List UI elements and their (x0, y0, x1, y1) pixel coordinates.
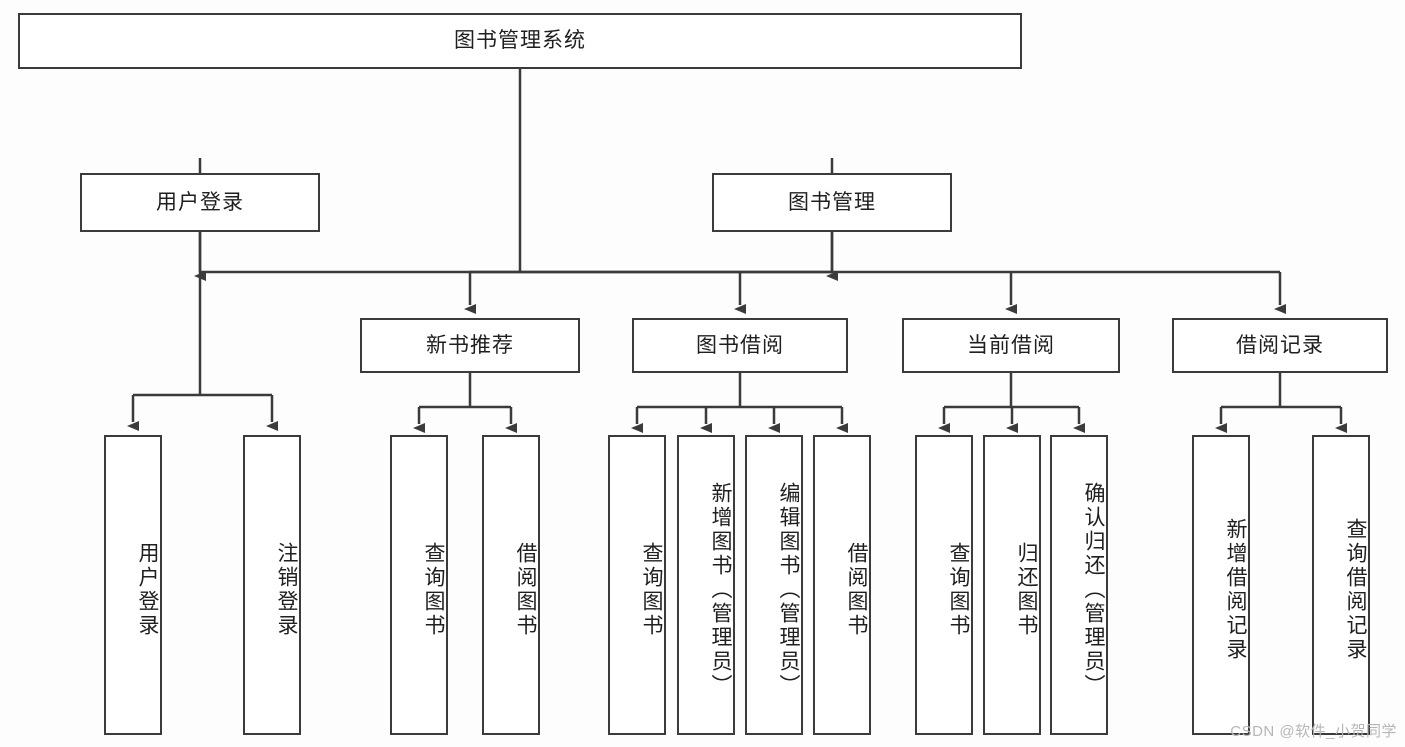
node-book-management-label: 图书管理 (788, 190, 876, 214)
book-management-to-level2-connectors (464, 232, 1286, 314)
node-leaf-logout-label: 注销登录 (275, 542, 298, 638)
node-root[interactable]: 图书管理系统 (18, 13, 1022, 69)
node-borrow-records-label: 借阅记录 (1236, 333, 1324, 357)
node-leaf-confirm-return[interactable]: 确认归还（管理员） (1050, 435, 1108, 735)
node-current-borrow[interactable]: 当前借阅 (902, 318, 1120, 373)
node-book-borrow[interactable]: 图书借阅 (632, 318, 848, 373)
node-leaf-query-book-cur[interactable]: 查询图书 (915, 435, 973, 735)
node-new-book-recommend-label: 新书推荐 (426, 333, 514, 357)
node-leaf-query-book-borrow[interactable]: 查询图书 (608, 435, 666, 735)
node-leaf-user-login-label: 用户登录 (136, 542, 159, 638)
node-user-login-label: 用户登录 (156, 190, 244, 214)
book-borrow-to-leaves-connectors (631, 373, 848, 433)
node-book-borrow-label: 图书借阅 (696, 333, 784, 357)
node-leaf-add-record-label: 新增借阅记录 (1224, 518, 1247, 662)
node-leaf-borrow-book-rec-label: 借阅图书 (514, 542, 537, 638)
watermark: CSDN @软件_小贺同学 (1230, 723, 1397, 740)
node-leaf-query-record[interactable]: 查询借阅记录 (1312, 435, 1370, 735)
node-new-book-recommend[interactable]: 新书推荐 (360, 318, 580, 373)
node-leaf-user-login[interactable]: 用户登录 (104, 435, 162, 735)
node-leaf-borrow-book[interactable]: 借阅图书 (813, 435, 871, 735)
node-leaf-query-book-borrow-label: 查询图书 (640, 542, 663, 638)
node-leaf-add-book[interactable]: 新增图书（管理员） (677, 435, 735, 735)
user-login-to-leaves-connectors (127, 232, 278, 431)
node-leaf-edit-book-label: 编辑图书（管理员） (777, 482, 800, 698)
node-leaf-logout[interactable]: 注销登录 (243, 435, 301, 735)
node-leaf-borrow-book-label: 借阅图书 (845, 542, 868, 638)
new-book-recommend-to-leaves-connectors (413, 373, 517, 433)
node-leaf-return-book-label: 归还图书 (1015, 542, 1038, 638)
node-leaf-return-book[interactable]: 归还图书 (983, 435, 1041, 735)
node-leaf-query-book-rec[interactable]: 查询图书 (390, 435, 448, 735)
node-leaf-borrow-book-rec[interactable]: 借阅图书 (482, 435, 540, 735)
node-leaf-add-record[interactable]: 新增借阅记录 (1192, 435, 1250, 735)
node-borrow-records[interactable]: 借阅记录 (1172, 318, 1388, 373)
node-user-login[interactable]: 用户登录 (80, 173, 320, 232)
node-current-borrow-label: 当前借阅 (967, 333, 1055, 357)
node-leaf-edit-book[interactable]: 编辑图书（管理员） (745, 435, 803, 735)
node-leaf-query-book-cur-label: 查询图书 (947, 542, 970, 638)
node-book-management[interactable]: 图书管理 (712, 173, 952, 232)
node-leaf-confirm-return-label: 确认归还（管理员） (1082, 482, 1105, 698)
node-leaf-add-book-label: 新增图书（管理员） (709, 482, 732, 698)
node-leaf-query-record-label: 查询借阅记录 (1344, 518, 1367, 662)
node-leaf-query-book-rec-label: 查询图书 (422, 542, 445, 638)
root-to-level1-connectors (194, 69, 838, 281)
node-root-label: 图书管理系统 (454, 29, 586, 53)
current-borrow-to-leaves-connectors (938, 373, 1085, 433)
borrow-records-to-leaves-connectors (1215, 373, 1347, 433)
